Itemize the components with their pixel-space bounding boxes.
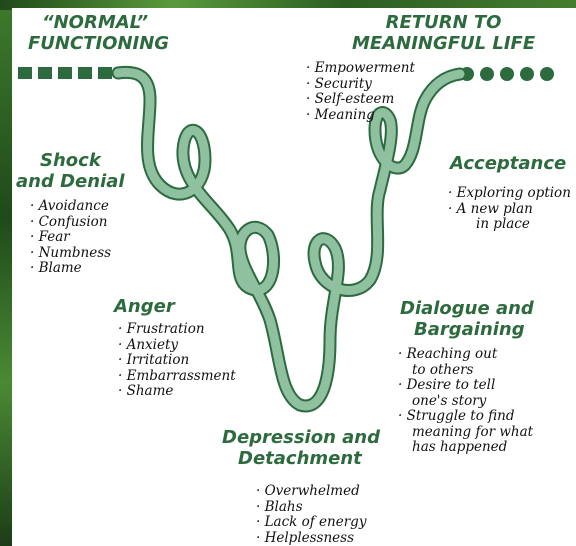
list-item: A new plan: [448, 202, 571, 218]
list-item: in place: [448, 217, 571, 233]
return-list: Empowerment Security Self-esteem Meaning: [306, 61, 415, 123]
list-item: Blahs: [256, 500, 366, 516]
list-item: Helplessness: [256, 531, 366, 546]
dialogue-bargaining-heading: Dialogue and Bargaining: [400, 298, 534, 340]
list-item: Empowerment: [306, 61, 415, 77]
list-item: meaning for what: [398, 425, 533, 441]
depression-line1: Depression and: [222, 427, 380, 448]
list-item: Embarrassment: [118, 369, 236, 385]
list-item: Meaning: [306, 108, 415, 124]
list-item: Frustration: [118, 322, 236, 338]
dialogue-line1: Dialogue and: [400, 298, 534, 319]
normal-functioning-squares: [18, 67, 112, 79]
list-item: Exploring option: [448, 186, 571, 202]
depression-detachment-heading: Depression and Detachment: [222, 427, 380, 469]
list-item: to others: [398, 363, 533, 379]
acceptance-heading: Acceptance: [450, 153, 566, 174]
list-item: Fear: [30, 230, 111, 246]
list-item: has happened: [398, 440, 533, 456]
list-item: Avoidance: [30, 199, 111, 215]
depression-line2: Detachment: [222, 448, 380, 469]
dialogue-line2: Bargaining: [400, 319, 534, 340]
list-item: Anxiety: [118, 338, 236, 354]
shock-list: Avoidance Confusion Fear Numbness Blame: [30, 199, 111, 277]
list-item: Shame: [118, 384, 236, 400]
acceptance-list: Exploring option A new plan in place: [448, 186, 571, 233]
shock-line2: and Denial: [16, 171, 125, 192]
list-item: Confusion: [30, 215, 111, 231]
dialogue-list: Reaching out to others Desire to tell on…: [398, 347, 533, 456]
anger-title: Anger: [114, 296, 175, 317]
list-item: Irritation: [118, 353, 236, 369]
normal-line1: “NORMAL”: [28, 12, 169, 33]
list-item: Numbness: [30, 246, 111, 262]
acceptance-title: Acceptance: [450, 153, 566, 174]
anger-list: Frustration Anxiety Irritation Embarrass…: [118, 322, 236, 400]
list-item: Lack of energy: [256, 515, 366, 531]
shock-line1: Shock: [16, 150, 125, 171]
list-item: Blame: [30, 261, 111, 277]
meaningful-life-dots: [460, 67, 554, 81]
normal-functioning-heading: “NORMAL” FUNCTIONING: [28, 12, 169, 54]
list-item: Self-esteem: [306, 92, 415, 108]
list-item: Overwhelmed: [256, 484, 366, 500]
depression-list: Overwhelmed Blahs Lack of energy Helples…: [256, 484, 366, 546]
normal-line2: FUNCTIONING: [28, 33, 169, 54]
return-line1: RETURN TO: [352, 12, 535, 33]
list-item: Struggle to find: [398, 409, 533, 425]
return-heading: RETURN TO MEANINGFUL LIFE: [352, 12, 535, 54]
anger-heading: Anger: [114, 296, 175, 317]
list-item: Desire to tell: [398, 378, 533, 394]
shock-denial-heading: Shock and Denial: [16, 150, 125, 192]
list-item: Security: [306, 77, 415, 93]
list-item: one's story: [398, 394, 533, 410]
list-item: Reaching out: [398, 347, 533, 363]
return-line2: MEANINGFUL LIFE: [352, 33, 535, 54]
